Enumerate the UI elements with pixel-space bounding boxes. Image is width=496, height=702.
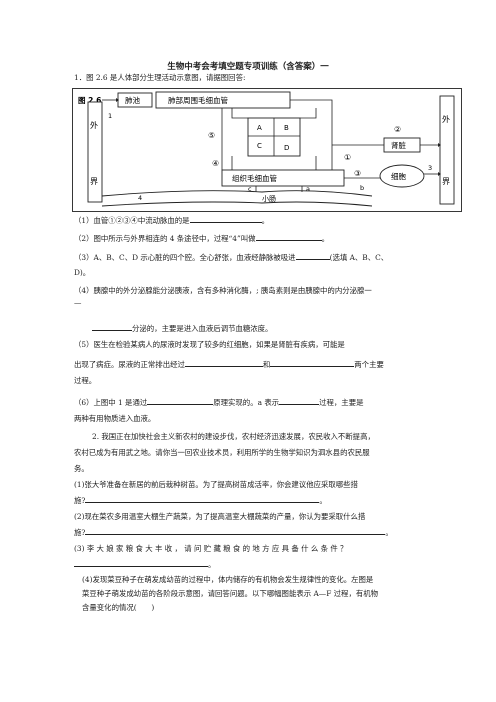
q1-part4-cont: 分泌的，主要是进入血液后调节血糖浓度。 — [92, 322, 272, 334]
q2-sub4-cont-1: 菜豆种子萌发成幼苗的各阶段示意图，请回答问题。以下哪幅图能表示 A—F 过程，有… — [82, 589, 379, 598]
outside-left-text-2: 界 — [90, 177, 98, 186]
q2-sub4-cont-2: 含量变化的情况( ) — [82, 603, 155, 612]
blank-8[interactable] — [279, 396, 320, 405]
q1-part3: （3）A、B、C、D 示心脏的四个腔。全心舒张，血液经静脉被吸进(选填 A、B、… — [74, 251, 389, 262]
q2-sub3-cont: 。 — [74, 558, 215, 570]
q1-part2: （2）图中所示与外界相连的 4 条途径中，过程“4”叫做。 — [74, 232, 329, 243]
kidney-label: 肾脏 — [391, 140, 406, 150]
q1-part6-cont: 两种有用物质进入血液。 — [74, 414, 156, 423]
figure-label: 图 2.6 — [78, 96, 101, 105]
chamber-a: A — [257, 124, 262, 132]
chamber-b: B — [284, 124, 289, 132]
q1-part4-dash: — — [74, 298, 82, 307]
q1-part1: （1）血管①②③④中流动脉血的是。 — [74, 214, 269, 225]
question-1-intro: 1．图 2.6 是人体部分生理活动示意图，请据图回答: — [74, 73, 246, 82]
blank-9[interactable] — [85, 494, 320, 503]
physiology-diagram: 图 2.6 外 界 外 界 肺池 1 肺部周围毛细血管 A B C D ⑤ — [72, 88, 462, 212]
q2-intro-3: 务。 — [74, 464, 89, 473]
blank-4[interactable] — [92, 322, 132, 331]
num-3-label: 3 — [428, 164, 432, 172]
letter-c: c — [248, 185, 252, 193]
q2-intro-2: 农村已成为有用武之地。请你当一回农业技术员，利用所学的生物学知识为泗水县的农民服 — [74, 448, 370, 457]
q1-part6: （6）上图中 1 是通过原理实现的。a 表示过程，主要是 — [74, 396, 364, 407]
num-4-label: 4 — [138, 194, 142, 202]
blank-6[interactable] — [270, 358, 355, 367]
q2-intro-1: 2. 我国正在加快社会主义新农村的建设步伐，农村经济迅速发展，农民收入不断提高， — [92, 432, 375, 441]
cell-ellipse — [379, 164, 425, 188]
q2-sub2-cont: 施?。 — [74, 526, 393, 537]
q1-part4: （4）胰腺中的外分泌腺能分泌胰液，含有多种消化酶，; 胰岛素则是由胰腺中的内分泌… — [74, 286, 372, 295]
intestine-top — [101, 190, 373, 197]
outside-right-text-2: 界 — [442, 177, 450, 186]
blank-1[interactable] — [189, 214, 262, 223]
blank-10[interactable] — [85, 526, 386, 535]
number-5: ⑤ — [208, 131, 215, 140]
cell-label: 细胞 — [391, 171, 406, 181]
q2-sub1: (1)张大爷准备在新居的前后栽种树苗。为了提高树苗成活率，你会建议他应采取哪些措 — [74, 480, 358, 489]
intestine-label: 小肠 — [262, 194, 276, 203]
diagram-frame — [72, 88, 462, 212]
q2-sub3: (3) 李 大 娘 家 粮 食 大 丰 收 ， 请 问 贮 藏 粮 食 的 地 … — [74, 544, 348, 553]
q1-part5-end: 过程。 — [74, 376, 97, 385]
outside-left-text-1: 外 — [90, 120, 98, 130]
number-3: ③ — [354, 169, 361, 178]
letter-b: b — [360, 184, 364, 192]
page-title: 生物中考会考填空题专项训练（含答案）一 — [167, 62, 329, 72]
q2-sub4: (4)发现菜豆种子在萌发成幼苗的过程中，体内储存的有机物会发生规律性的变化。左图… — [82, 575, 374, 584]
q1-part3-cont: D)。 — [74, 268, 91, 277]
blank-11[interactable] — [74, 558, 208, 567]
q2-sub2: (2)现在菜农多用温室大棚生产蔬菜，为了提高温室大棚蔬菜的产量，你认为要采取什么… — [74, 512, 366, 521]
letter-a: a — [306, 185, 310, 193]
num-1-label: 1 — [108, 112, 112, 120]
blank-7[interactable] — [147, 396, 214, 405]
lung-label: 肺池 — [125, 95, 140, 105]
intestine-bottom — [101, 201, 373, 207]
number-1: ① — [344, 153, 351, 162]
chamber-d: D — [284, 144, 289, 152]
outside-left-box — [87, 101, 103, 203]
tissue-capillary-label: 组织毛细血管 — [232, 173, 277, 183]
blank-3[interactable] — [295, 251, 330, 260]
q2-sub1-cont: 施?。 — [74, 494, 327, 505]
q1-part5: （5）医生在检验某病人的尿液时发现了较多的红细胞，如果是肾脏有疾病，可能是 — [74, 340, 345, 349]
blank-5[interactable] — [184, 358, 263, 367]
lung-capillary-label: 肺部周围毛细血管 — [168, 95, 228, 105]
chamber-c: C — [257, 142, 262, 150]
q1-part5-cont: 出现了病症。尿液的正常排出经过和两个主要 — [74, 358, 384, 369]
outside-right-text-1: 外 — [442, 114, 450, 124]
blank-2[interactable] — [255, 232, 322, 241]
number-2: ② — [394, 125, 401, 134]
outside-right-box — [439, 95, 455, 205]
number-4: ④ — [212, 159, 219, 168]
